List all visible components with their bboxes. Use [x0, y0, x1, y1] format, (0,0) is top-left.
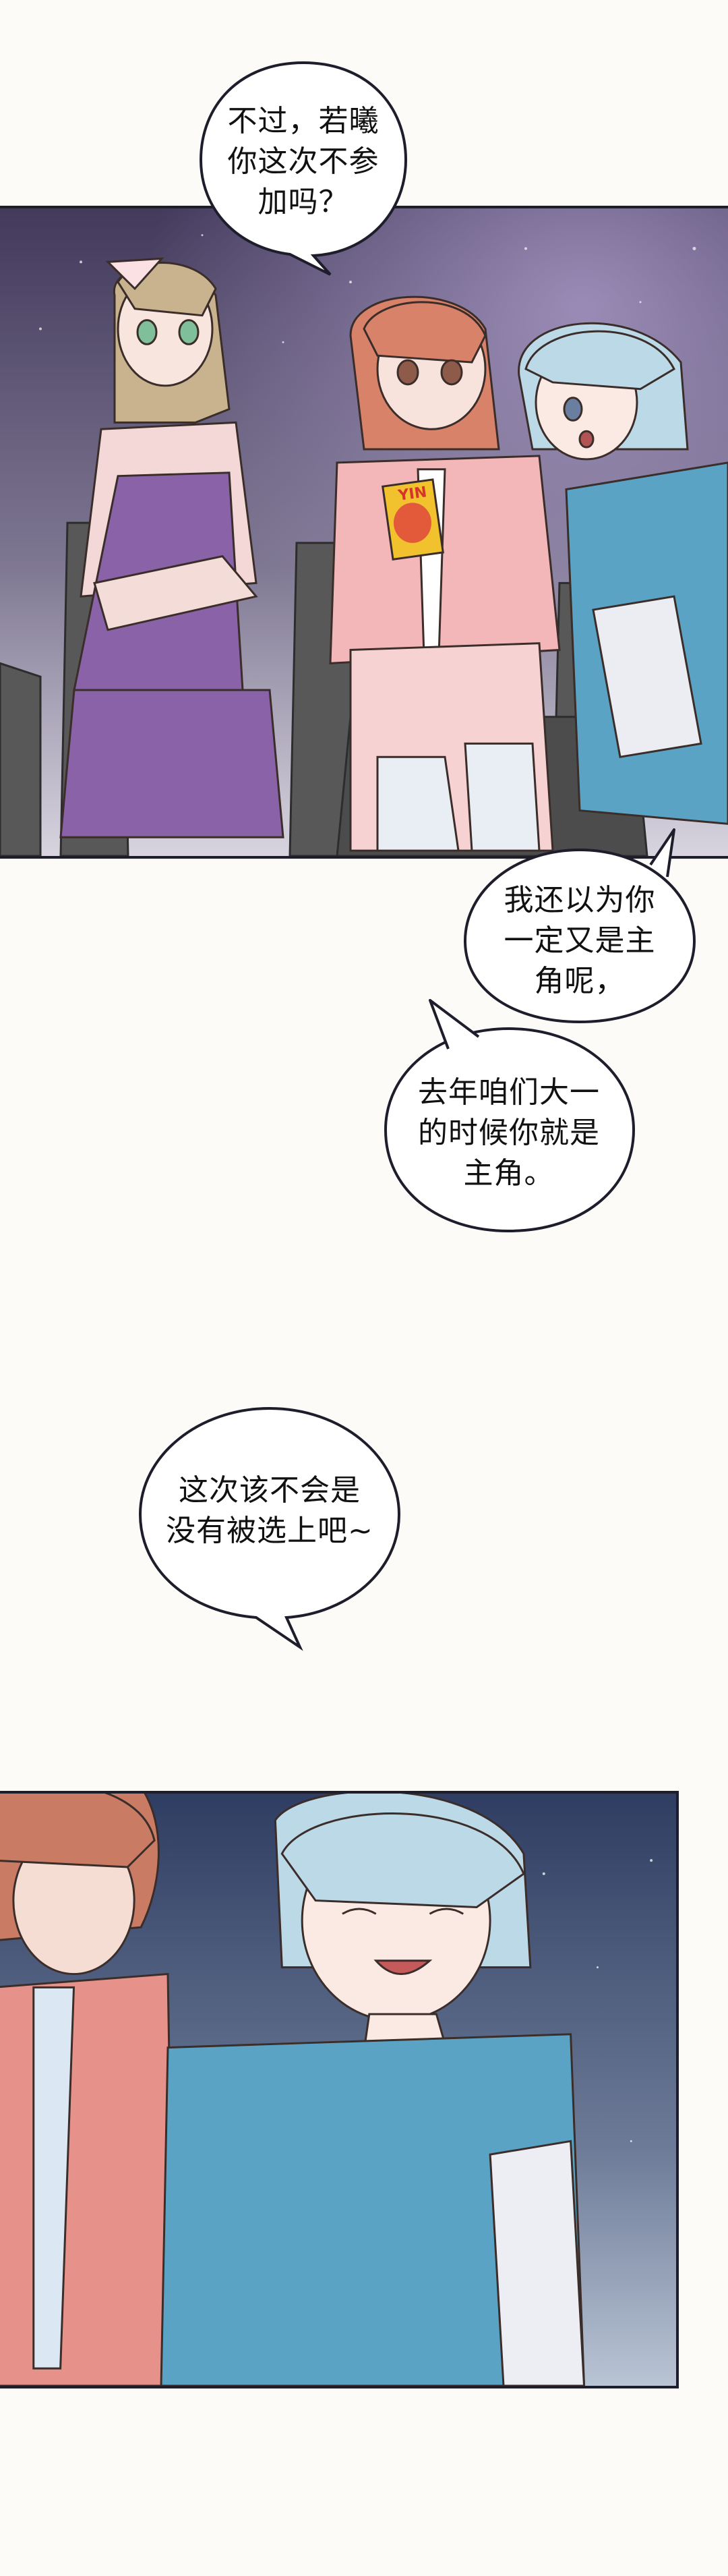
speech-bubble-4: 这次该不会是 没有被选上吧~: [135, 1403, 404, 1653]
cinema-scene-illustration: YIN: [0, 208, 728, 856]
bubble-shape: [463, 828, 696, 1024]
panel-smiling-boy: [0, 1791, 679, 2388]
smiling-boy-illustration: [0, 1794, 676, 2386]
speech-bubble-2: 我还以为你 一定又是主 角呢，: [455, 823, 704, 1025]
character-auburn-girl: [329, 295, 561, 852]
character-blue-hair-boy: [518, 322, 728, 825]
dialogue-text-1: 不过，若曦 你这次不参 加吗？: [227, 104, 380, 219]
panel-cinema-trio: YIN: [0, 206, 728, 859]
character-red-hair-boy: [0, 1794, 176, 2386]
dialogue-text-4: 这次该不会是 没有被选上吧~: [166, 1473, 373, 1548]
character-blue-hair-boy-smiling: [160, 1794, 586, 2386]
speech-bubble-3: 去年咱们大一 的时候你就是 主角。: [377, 995, 640, 1238]
speech-bubble-1: 不过，若曦 你这次不参 加吗？: [195, 57, 411, 280]
bubble-shape: [384, 999, 636, 1233]
character-blonde-girl: [59, 257, 284, 838]
bubble-shape: [138, 1406, 401, 1651]
dialogue-text-3: 去年咱们大一 的时候你就是 主角。: [418, 1075, 600, 1191]
bubble-shape: [199, 61, 408, 276]
dialogue-text-2: 我还以为你 一定又是主 角呢，: [504, 883, 656, 998]
juice-box-label: YIN: [396, 484, 428, 505]
